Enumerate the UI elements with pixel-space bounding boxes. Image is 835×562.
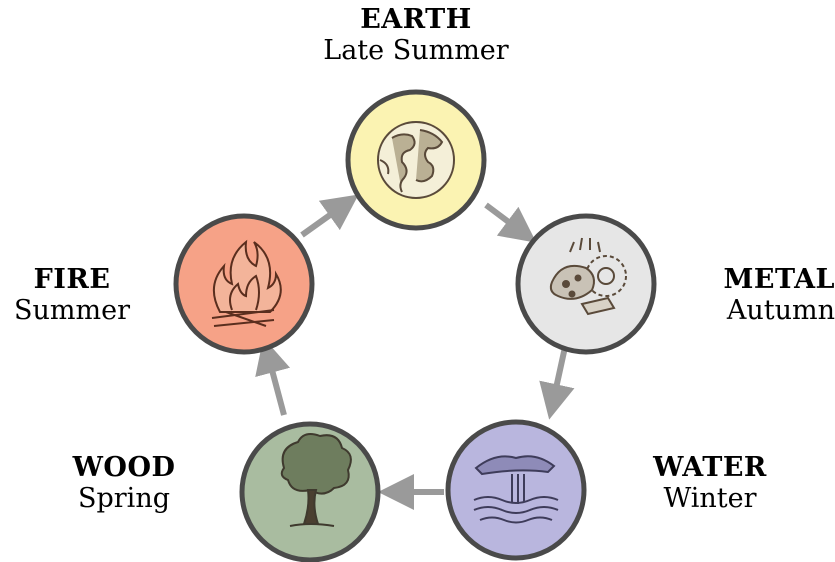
fire-label: FIRE Summer (2, 264, 142, 326)
globe-icon (378, 122, 454, 198)
wood-name: WOOD (54, 452, 194, 483)
earth-season: Late Summer (316, 35, 516, 66)
earth-label: EARTH Late Summer (316, 4, 516, 66)
arrow-wood-to-fire (268, 355, 284, 415)
water-node (448, 422, 584, 558)
wood-label: WOOD Spring (54, 452, 194, 514)
water-label: WATER Winter (640, 452, 780, 514)
arrow-earth-to-metal (486, 205, 522, 232)
fire-node (176, 216, 312, 352)
metal-season: Autumn (690, 295, 835, 326)
metal-name: METAL (690, 264, 835, 295)
earth-name: EARTH (316, 4, 516, 35)
wood-season: Spring (54, 483, 194, 514)
fire-season: Summer (2, 295, 142, 326)
wood-node (242, 424, 378, 560)
water-season: Winter (640, 483, 780, 514)
fire-name: FIRE (2, 264, 142, 295)
metal-node (518, 216, 654, 352)
arrow-fire-to-earth (302, 205, 344, 235)
metal-label: METAL Autumn (690, 264, 835, 326)
earth-node (348, 92, 484, 228)
water-name: WATER (640, 452, 780, 483)
